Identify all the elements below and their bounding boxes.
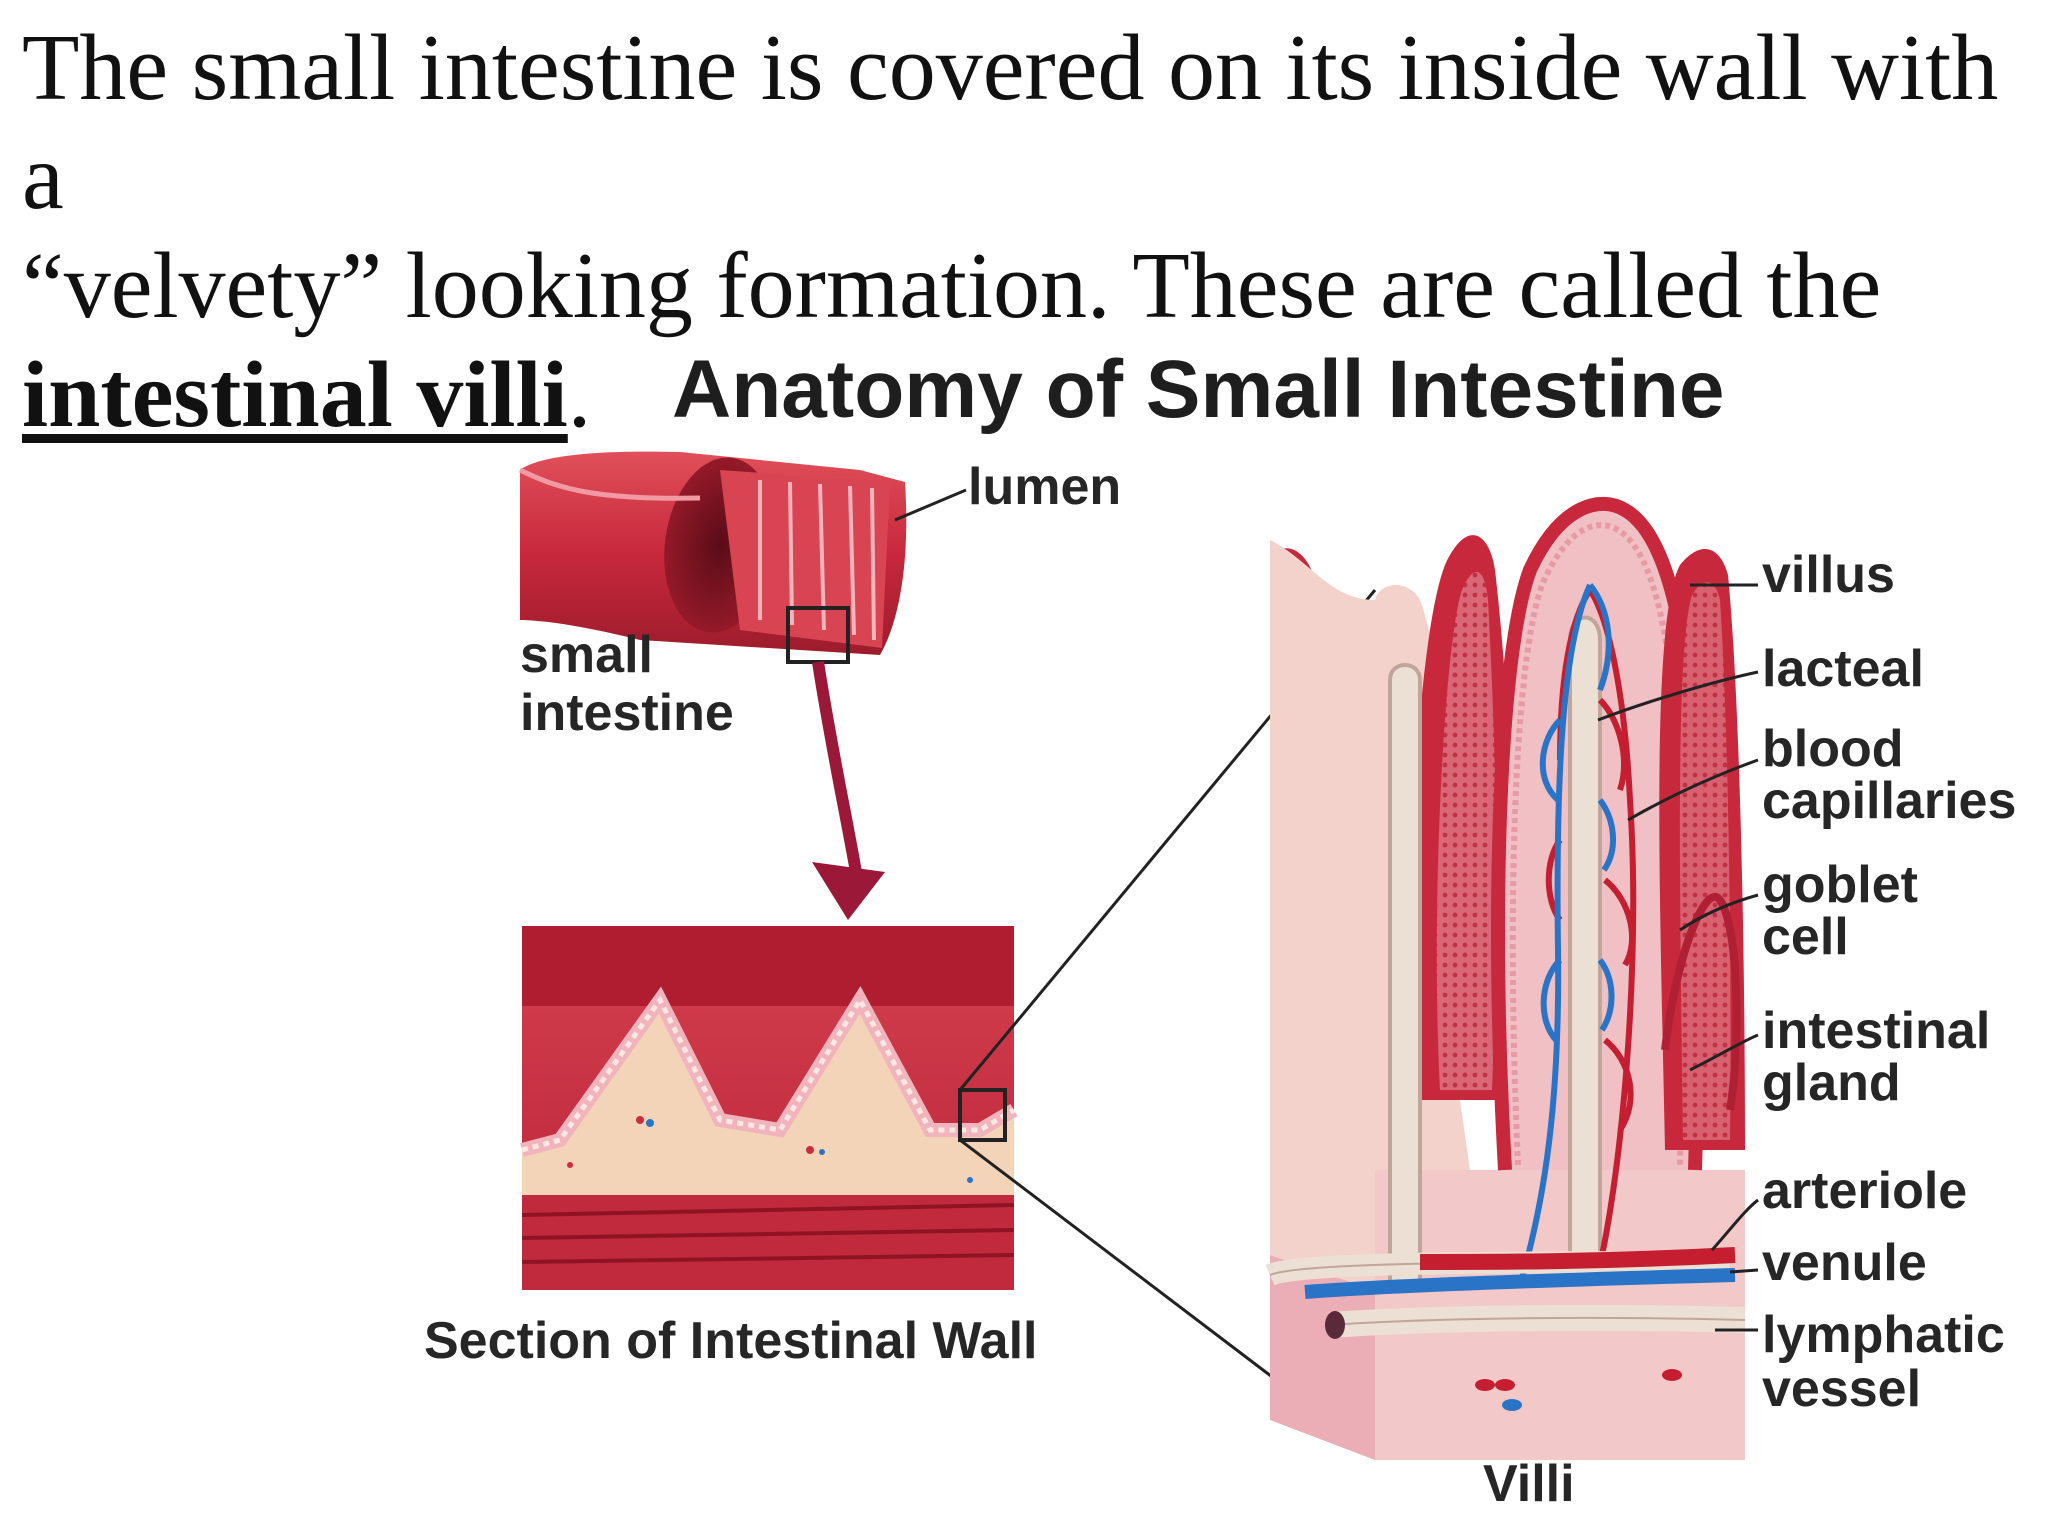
zoom-arrow	[812, 661, 885, 920]
label-small-intestine-1: small	[520, 626, 653, 684]
label-venule: venule	[1762, 1234, 1927, 1292]
label-villus: villus	[1762, 546, 1895, 604]
intestinal-villi-term: intestinal villi	[22, 343, 568, 447]
label-arteriole: arteriole	[1762, 1162, 1968, 1220]
section-caption: Section of Intestinal Wall	[424, 1312, 1038, 1370]
label-blood-capillaries-1: blood	[1762, 720, 1904, 778]
label-lumen: lumen	[968, 458, 1122, 516]
slide-text-line-2: “velvety” looking formation. These are c…	[22, 234, 1882, 338]
label-lymphatic-vessel-2: vessel	[1762, 1360, 1922, 1418]
small-intestine-tube	[518, 451, 907, 664]
villi-caption: Villi	[1483, 1455, 1575, 1513]
label-intestinal-gland-2: gland	[1762, 1054, 1901, 1112]
term-suffix: .	[567, 343, 592, 447]
diagram-title: Anatomy of Small Intestine	[672, 344, 1725, 435]
villi-block	[1265, 496, 1746, 1460]
label-lacteal: lacteal	[1762, 640, 1924, 698]
intestinal-wall-section	[520, 926, 1018, 1290]
leader-lines	[1597, 583, 1759, 1332]
label-intestinal-gland-1: intestinal	[1762, 1002, 1991, 1060]
slide-text: The small intestine is covered on its in…	[22, 14, 2022, 450]
label-goblet-cell-1: goblet	[1762, 856, 1918, 914]
label-goblet-cell-2: cell	[1762, 908, 1849, 966]
label-small-intestine-2: intestine	[520, 684, 734, 742]
label-lymphatic-vessel-1: lymphatic	[1762, 1306, 2005, 1364]
label-blood-capillaries-2: capillaries	[1762, 772, 2017, 830]
slide-text-line-1: The small intestine is covered on its in…	[22, 16, 1999, 229]
